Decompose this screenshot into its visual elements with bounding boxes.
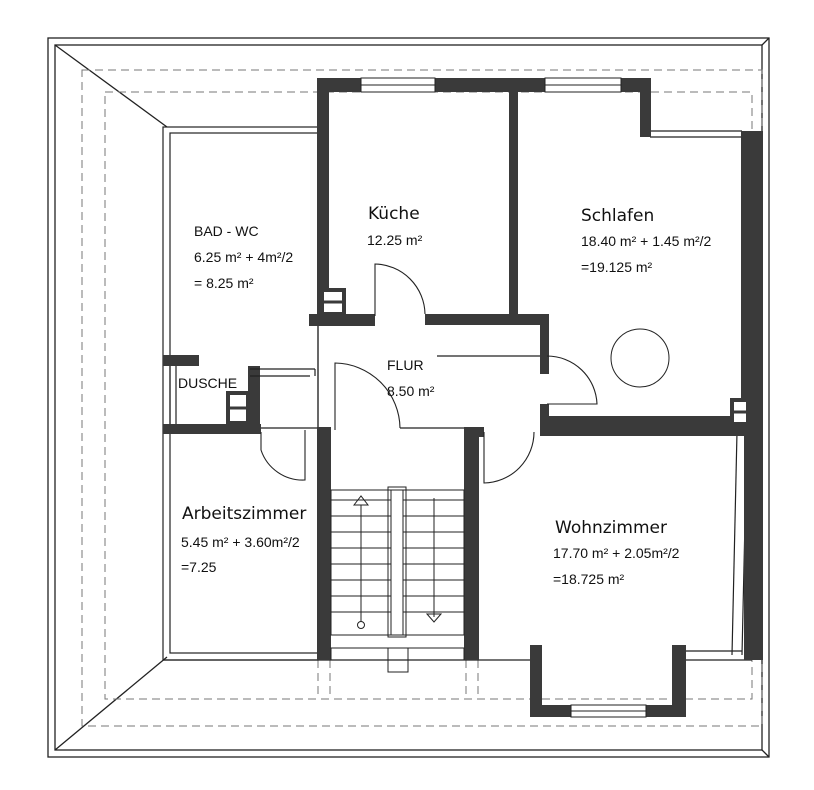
doors <box>260 263 598 484</box>
shaft-dividers <box>228 300 748 414</box>
kueche-name: Küche <box>368 204 420 224</box>
landing <box>330 647 465 673</box>
bad-area-line2: = 8.25 m² <box>194 275 254 291</box>
thin-interior-lines <box>169 355 540 429</box>
walls <box>163 78 763 717</box>
bad-area-line1: 6.25 m² + 4m²/2 <box>194 249 294 265</box>
staircase <box>330 486 465 638</box>
wohnzimmer-area-line1: 17.70 m² + 2.05m²/2 <box>553 545 680 561</box>
windows <box>360 77 647 718</box>
schlafen-area-line1: 18.40 m² + 1.45 m²/2 <box>581 233 712 249</box>
schlafen-area-line2: =19.125 m² <box>581 259 653 275</box>
kueche-area: 12.25 m² <box>367 232 423 248</box>
wohnzimmer-area-line2: =18.725 m² <box>553 571 625 587</box>
wohnzimmer-name: Wohnzimmer <box>555 518 667 538</box>
dusche-name: DUSCHE <box>178 375 238 391</box>
round-feature <box>610 328 670 388</box>
flur-name: FLUR <box>387 357 424 373</box>
flur-area: 8.50 m² <box>387 383 435 399</box>
schlafen-name: Schlafen <box>581 206 655 226</box>
arbeitszimmer-area-line1: 5.45 m² + 3.60m²/2 <box>181 534 300 550</box>
arbeitszimmer-name: Arbeitszimmer <box>182 504 307 524</box>
arbeitszimmer-area-line2: =7.25 <box>181 559 217 575</box>
shafts <box>226 288 750 426</box>
bad-name: BAD - WC <box>194 223 259 239</box>
